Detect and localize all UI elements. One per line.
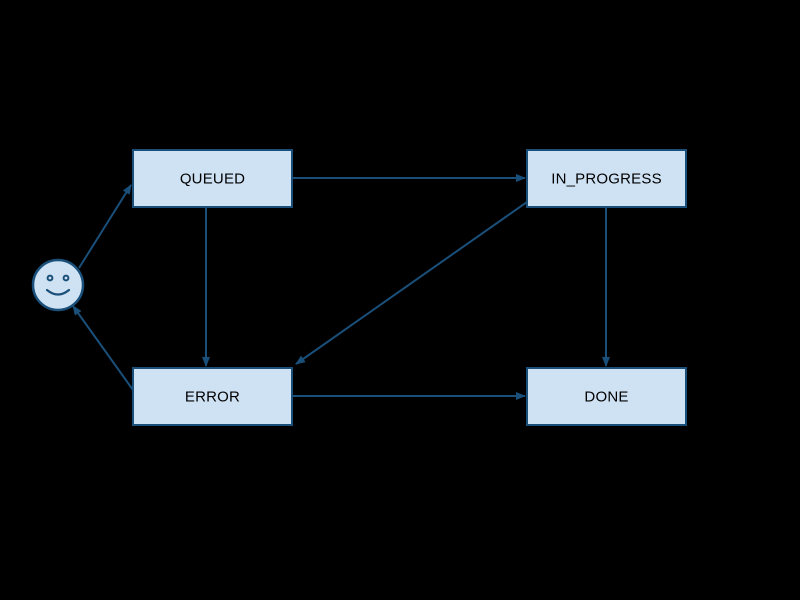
edge-start-to-queued[interactable] [78,184,132,269]
edges-layer [72,174,610,400]
edge-error-to-start[interactable] [72,305,134,391]
smiley-face-icon [31,258,85,312]
nodes-layer: QUEUED IN_PROGRESS ERROR DONE [132,149,687,426]
state-node-error-box [132,367,293,426]
state-node-error-label: ERROR [185,388,240,405]
edge-in-progress-to-error[interactable] [295,201,528,365]
edge-line-error-to-start [72,305,134,391]
state-node-done[interactable]: DONE [526,367,687,426]
state-node-queued-label: QUEUED [180,170,245,187]
edge-line-in-progress-to-error [295,201,528,365]
smiley-right-eye-icon [62,274,70,282]
smiley-left-eye-icon [46,274,54,282]
state-node-error[interactable]: ERROR [132,367,293,426]
start-node[interactable] [31,258,85,312]
state-node-in-progress-label: IN_PROGRESS [551,170,662,187]
state-node-done-box [526,367,687,426]
state-node-in-progress-box [526,149,687,208]
state-node-queued-box [132,149,293,208]
smiley-mouth-icon [45,288,71,296]
edge-line-start-to-queued [78,184,132,269]
state-node-done-label: DONE [584,388,628,405]
state-node-queued[interactable]: QUEUED [132,149,293,208]
state-node-in-progress[interactable]: IN_PROGRESS [526,149,687,208]
